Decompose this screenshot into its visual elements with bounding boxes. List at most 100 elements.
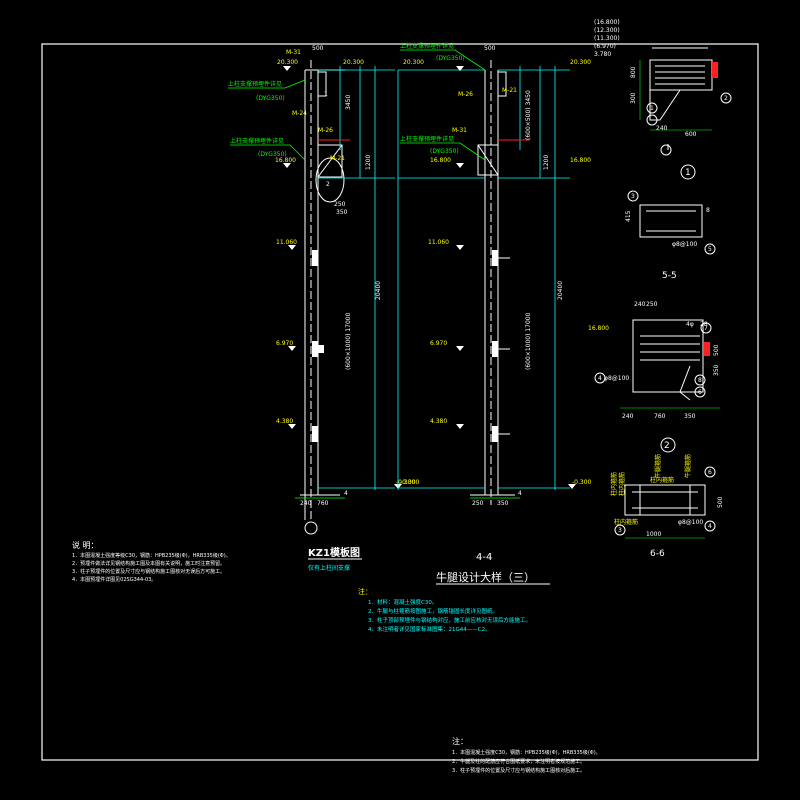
right-elev-1: (12.300) [594, 27, 620, 34]
center-dim-total: 20400 [557, 281, 564, 300]
notes-bottom: 注： 1．本图混凝土强度C30，钢筋：HPB235级(Φ)，HRB335级(Φ)… [452, 736, 601, 774]
center-dim-section: (600×1000) 17000 [525, 312, 532, 370]
left-elev-base: -0.300 [396, 479, 416, 486]
left-title: KZ1模板图 [308, 546, 360, 559]
right-elev-2: (11.300) [594, 35, 620, 42]
detail2-dim-350: 350 [684, 413, 696, 420]
center-dim-500: 500 [484, 45, 496, 52]
notes-left-line-3: 4．本图预埋件详图见02SG344-03。 [72, 576, 156, 583]
sec66-label-2: 牛腿箍筋 [684, 454, 692, 478]
left-elev-16: 16.800 [275, 157, 296, 164]
left-dim-1200: 1200 [365, 155, 372, 170]
detail1-dim-240: 240 [656, 125, 668, 132]
left-elev-top2: 20.300 [343, 59, 364, 66]
notes-center-line-3: 4．未注明者详见国家标准图集：21G44——C2。 [368, 625, 491, 633]
left-elev-11: 11.060 [276, 239, 297, 246]
sec66-label-0: 柱内箍筋 [610, 472, 618, 496]
notes-bottom-line-1: 2．牛腿及柱的配筋应符合图纸要求，未注明者按规范施工。 [452, 758, 585, 765]
detail2-dim-28: 28 [700, 321, 708, 328]
center-note-top-ref: (DYG350) [436, 55, 465, 62]
right-elev-3: (6.970) [594, 43, 616, 50]
left-elev-top: 20.300 [277, 59, 298, 66]
left-mark-m24: M-24 [292, 110, 307, 117]
center-note-mid-ref: (DYG350) [430, 148, 459, 155]
detail2-elev: 16.800 [588, 325, 609, 332]
sec66-dim-1000: 1000 [646, 531, 661, 538]
notes-left-line-1: 2．预埋件做法详见钢结构施工图及本图有关说明，施工时注意预留。 [72, 560, 225, 567]
sec66-circle-6: 6 [708, 469, 712, 476]
left-circle-mid: 2 [326, 181, 330, 188]
sec55-circle-5: 5 [708, 246, 712, 253]
left-mark-m31: M-31 [286, 49, 301, 56]
sec55-circle-3: 3 [631, 193, 635, 200]
right-elev-0: (16.800) [594, 19, 620, 26]
notes-left: 说 明： 1．本图混凝土强度等级C30，钢筋：HPB235级(Φ)，HRB335… [72, 540, 231, 583]
detail2-dim-240b: 240 [622, 413, 634, 420]
left-elev-6: 6.970 [276, 340, 293, 347]
notes-center-line-0: 1．材料：混凝土强度C30。 [368, 598, 437, 606]
center-title: 4-4 [476, 552, 492, 563]
center-note-top: 上柱支撑预埋件详见 [400, 42, 454, 50]
sec66-circle-3: 3 [618, 527, 622, 534]
left-dim-total: 20400 [375, 281, 382, 300]
left-elev-4: 4.380 [276, 418, 293, 425]
left-note-mid-ref: (DYG350) [258, 151, 287, 158]
detail1-circle-1: 1 [650, 105, 654, 112]
left-dim-350: 350 [336, 209, 348, 216]
detail2-dim-760: 760 [654, 413, 666, 420]
notes-left-line-0: 1．本图混凝土强度等级C30，钢筋：HPB235级(Φ)，HRB335级(Φ)。 [72, 552, 231, 559]
detail2-circle-7: 7 [704, 325, 708, 332]
center-elev-6: 6.970 [430, 340, 447, 347]
detail1-dim-800: 800 [630, 66, 637, 78]
left-column-view: 20.300 20.300 M-31 500 上柱支撑预埋件详见 (DYG350… [228, 45, 416, 572]
center-mark-m31: M-31 [452, 127, 467, 134]
left-dim-3450: 3450 [345, 95, 352, 110]
notes-bottom-line-2: 3．柱子预埋件的位置及尺寸应与钢结构施工图核对后施工。 [452, 767, 585, 774]
center-dim-section-top: (600×500) 3450 [525, 90, 532, 140]
left-dim-250: 250 [334, 201, 346, 208]
notes-center-line-2: 3．柱子顶部预埋件与钢结构对应，施工前应核对无误后方能施工。 [368, 616, 531, 624]
center-elev-16-r: 16.800 [570, 157, 591, 164]
left-note-top-ref: (DYG350) [256, 95, 285, 102]
detail2-dim-350b: 350 [713, 364, 720, 376]
sec55-spacing: φ8@100 [672, 241, 697, 248]
notes-center: 注： 1．材料：混凝土强度C30。 2．牛腿与柱箍筋按图施工，钢筋锚固长度详见图… [358, 587, 531, 633]
notes-center-line-1: 2．牛腿与柱箍筋按图施工，钢筋锚固长度详见图纸。 [368, 607, 498, 615]
detail1-circle-2: 2 [724, 95, 728, 102]
center-elev-16: 16.800 [430, 157, 451, 164]
center-dim-1200: 1200 [543, 155, 550, 170]
notes-center-title: 注： [358, 587, 372, 596]
center-mark-m26: M-26 [458, 91, 473, 98]
detail1-dim-600: 600 [685, 131, 697, 138]
right-details: (16.800) (12.300) (11.300) (6.970) 3.780… [588, 19, 732, 559]
detail2-dim-240: 240 [634, 301, 646, 308]
drawing-frame [41, 43, 759, 761]
detail2-circle-4: 4 [598, 375, 602, 382]
center-dim-250: 250 [472, 500, 484, 507]
center-elev-base-l: -0.300 [400, 479, 420, 486]
center-elev-11: 11.060 [428, 239, 449, 246]
detail2-dim-250: 250 [646, 301, 658, 308]
center-circle-4: 4 [518, 490, 522, 497]
left-note-mid: 上柱支撑预埋件详见 [230, 137, 284, 145]
center-note-mid: 上柱支撑预埋件详见 [400, 135, 454, 143]
left-mark-m21: M-21 [330, 155, 345, 162]
center-mark-m21: M-21 [502, 87, 517, 94]
left-dim-500: 500 [312, 45, 324, 52]
left-subtitle: 仅有上柱间支撑 [308, 564, 350, 572]
detail2-dim-500: 500 [713, 344, 720, 356]
left-circle-4: 4 [344, 490, 348, 497]
detail2-dim-4phi: 4φ [686, 321, 694, 328]
notes-left-title: 说 明： [72, 540, 99, 550]
detail2-label: 2 [664, 441, 670, 451]
sec66-label-1: 柱内箍筋 [618, 472, 626, 496]
center-elev-top-r: 20.300 [570, 59, 591, 66]
left-circle-top: 1 [324, 91, 328, 98]
center-elev-base-r: -0.300 [572, 479, 592, 486]
center-subtitle: 牛腿设计大样（三） [436, 570, 535, 584]
right-elev-4: 3.780 [594, 51, 611, 58]
notes-left-line-2: 3．柱子预埋件的位置及尺寸应与钢结构施工图核对无误后方可施工。 [72, 568, 225, 575]
sec66-dim-500: 500 [717, 496, 724, 508]
sec55-dim-415: 415 [625, 210, 632, 222]
